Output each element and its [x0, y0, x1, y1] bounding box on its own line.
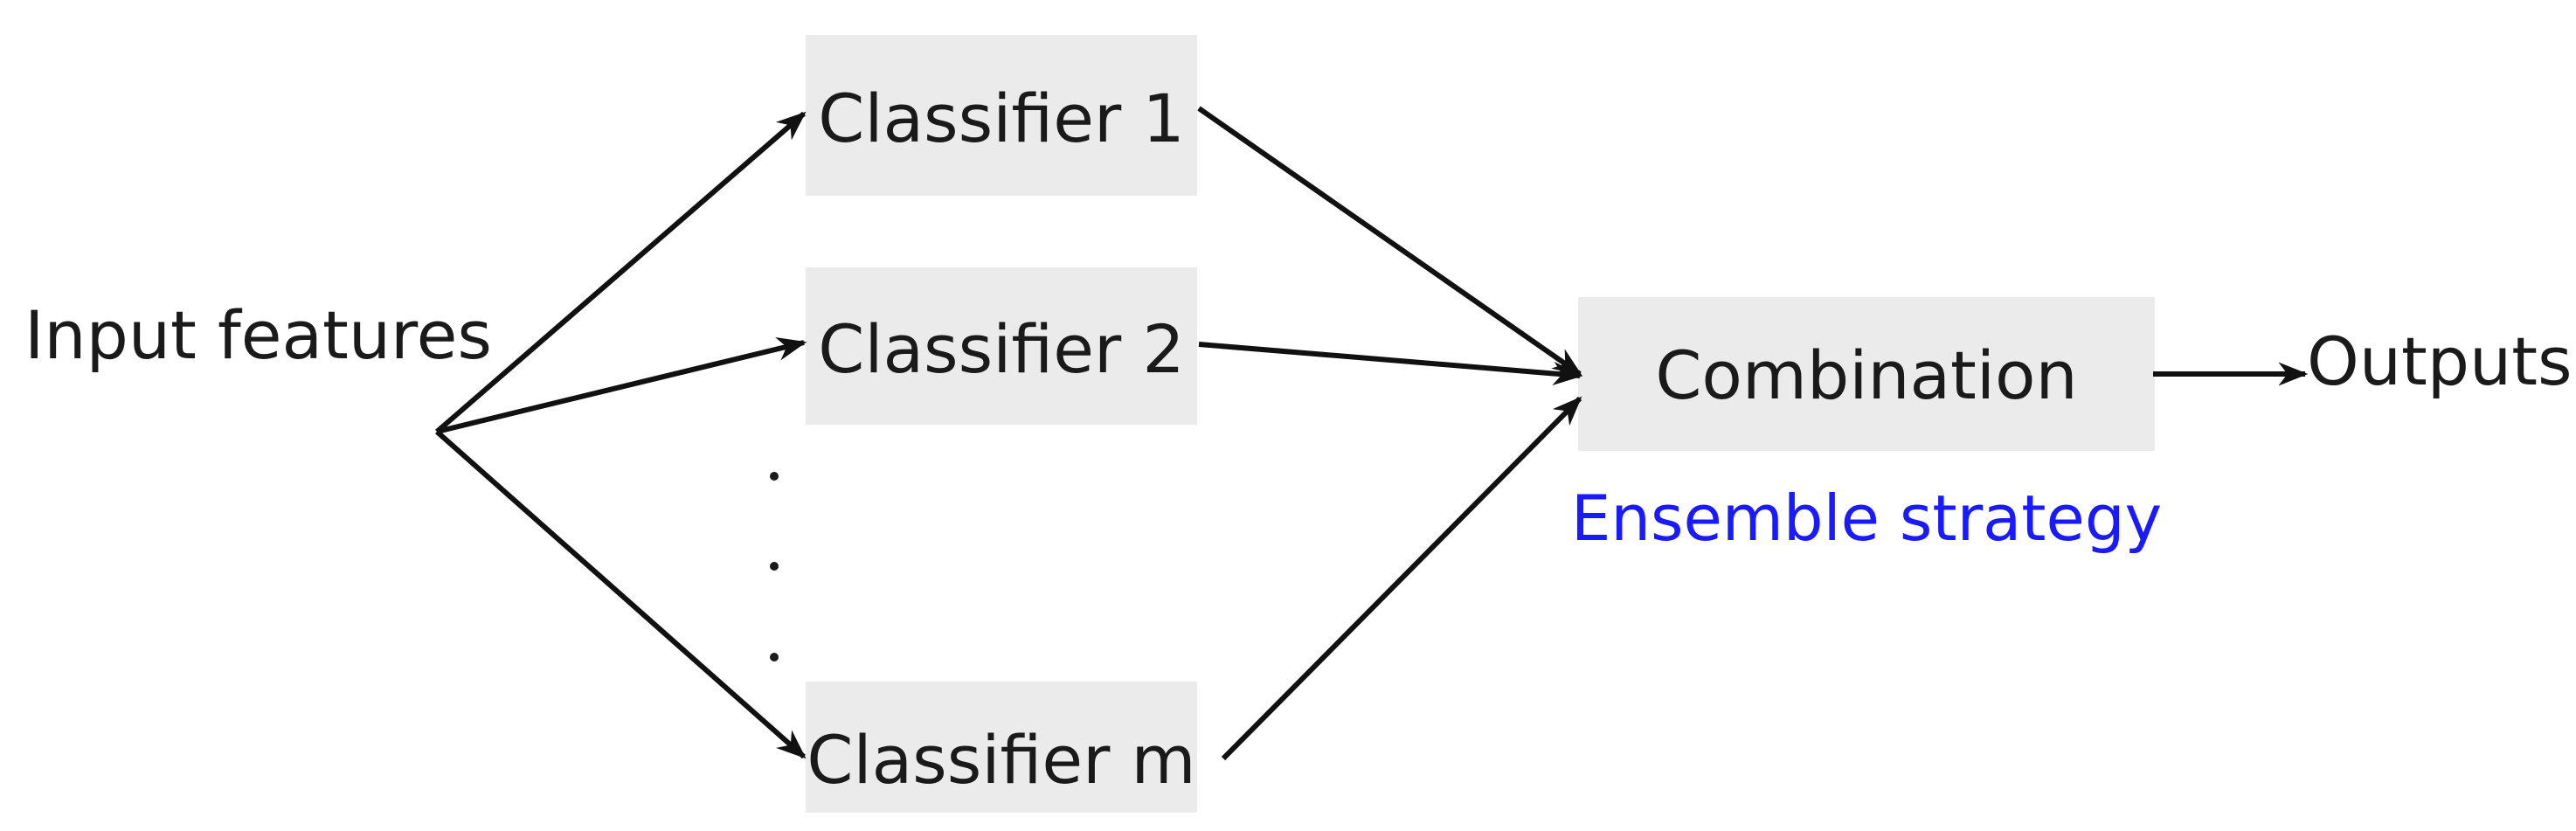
classifier-1-label: Classifier 1 [818, 80, 1184, 157]
combination-box: Combination [1578, 297, 2155, 451]
classifier-2-label: Classifier 2 [818, 310, 1184, 388]
classifier-box-2: Classifier 2 [806, 267, 1197, 425]
classifier-m-label: Classifier m [807, 721, 1195, 799]
arrow-classifier-1-to-combination [1197, 106, 1582, 377]
arrow-classifier-2-to-combination [1198, 342, 1583, 386]
classifier-box-1: Classifier 1 [806, 35, 1197, 196]
arrow-input-to-classifier-m [435, 429, 807, 759]
input-features-label: Input features [24, 296, 492, 374]
ensemble-strategy-label: Ensemble strategy [1571, 481, 2162, 555]
arrow-input-to-classifier-2 [436, 337, 807, 434]
combination-label: Combination [1655, 336, 2077, 414]
arrow-classifier-m-to-combination [1221, 396, 1582, 761]
arrow-input-to-classifier-1 [435, 111, 807, 434]
ellipsis-dots [770, 472, 779, 661]
classifier-box-m: Classifier m [806, 682, 1197, 813]
outputs-label: Outputs [2307, 322, 2573, 400]
